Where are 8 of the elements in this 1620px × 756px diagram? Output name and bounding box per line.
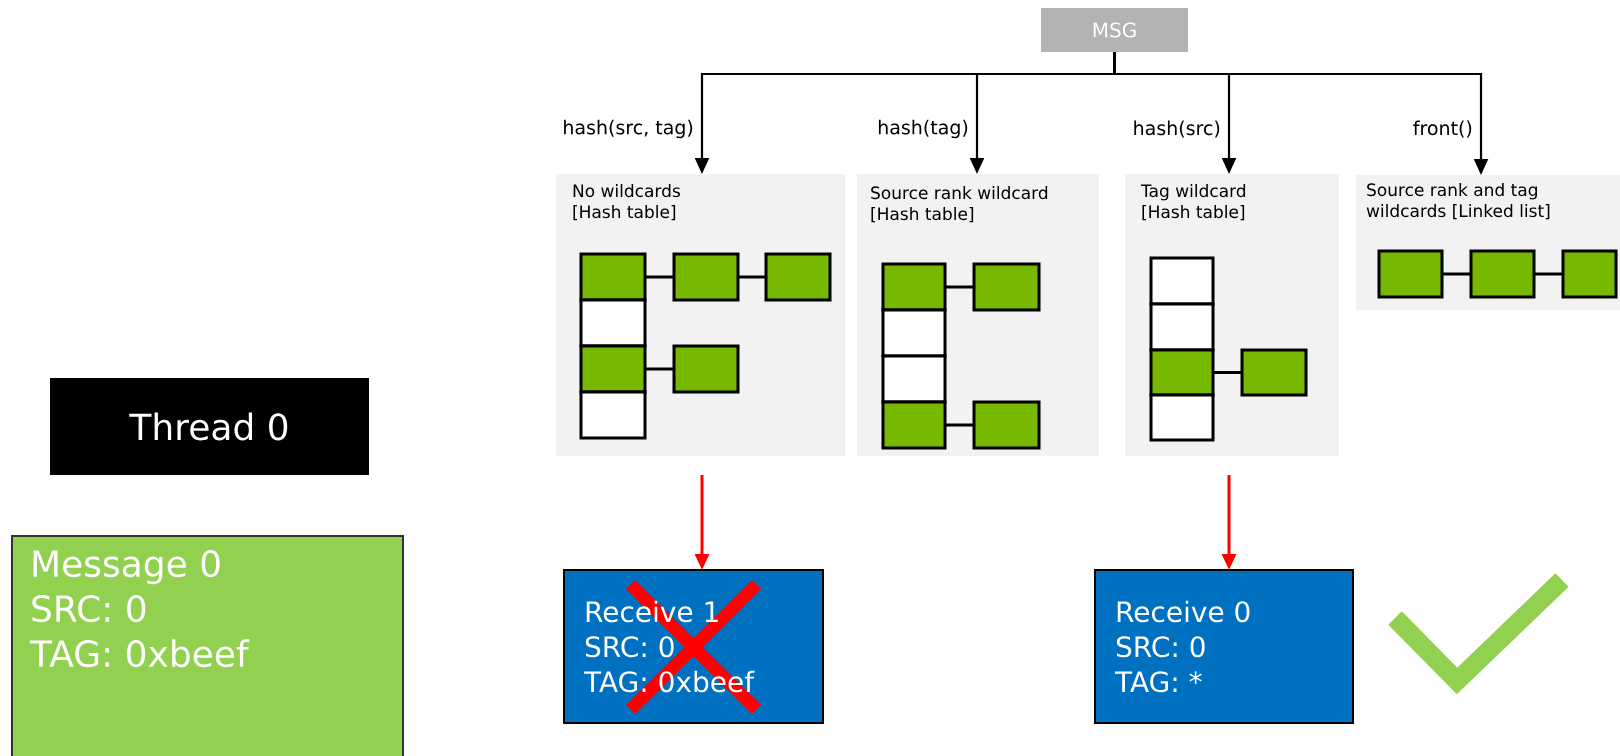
edge-label: hash(src) [1134,120,1220,138]
receive-box: Receive 0 SRC: 0 TAG: * [1094,569,1354,724]
edge-label: front() [1413,120,1472,138]
message-box: Message 0 SRC: 0 TAG: 0xbeef [11,535,404,756]
edge-label: hash(tag) [878,119,968,139]
message-box: MSG [1041,8,1188,52]
edge-label: hash(src, tag) [564,119,693,139]
thread-box: Thread 0 [50,378,369,475]
